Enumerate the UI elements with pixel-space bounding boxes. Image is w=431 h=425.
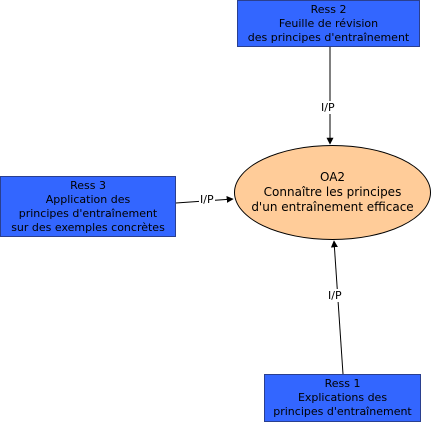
- resource-box-ress3: Ress 3 Application des principes d'entra…: [0, 176, 176, 237]
- ress3-line-1: Application des: [45, 192, 131, 206]
- ress2-line-2: des principes d'entraînement: [247, 30, 410, 44]
- ress1-line-2: principes d'entraînement: [273, 405, 412, 418]
- ress3-title: Ress 3: [70, 178, 106, 192]
- edge-label-bottom: I/P: [327, 289, 343, 302]
- objective-node-oa2: OA2 Connaître les principes d'un entraîn…: [234, 145, 431, 240]
- ress1-line-1: Explications des: [297, 391, 388, 404]
- edge-label-top: I/P: [320, 101, 336, 114]
- ress3-line-3: sur des exemples concrètes: [11, 220, 165, 234]
- resource-box-ress1: Ress 1 Explications des principes d'entr…: [264, 374, 421, 422]
- ress2-line-1: Feuille de révision: [278, 16, 379, 30]
- resource-box-ress2: Ress 2 Feuille de révision des principes…: [237, 0, 420, 47]
- ress3-line-2: principes d'entraînement: [18, 206, 158, 220]
- objective-line-2: d'un entraînement efficace: [251, 200, 414, 214]
- objective-line-1: Connaître les principes: [263, 185, 402, 199]
- ress2-title: Ress 2: [310, 2, 347, 16]
- ress1-title: Ress 1: [324, 377, 361, 390]
- edge-label-left: I/P: [199, 193, 215, 206]
- objective-title: OA2: [319, 170, 346, 184]
- edge-ress1-to-oa2: [330, 240, 344, 375]
